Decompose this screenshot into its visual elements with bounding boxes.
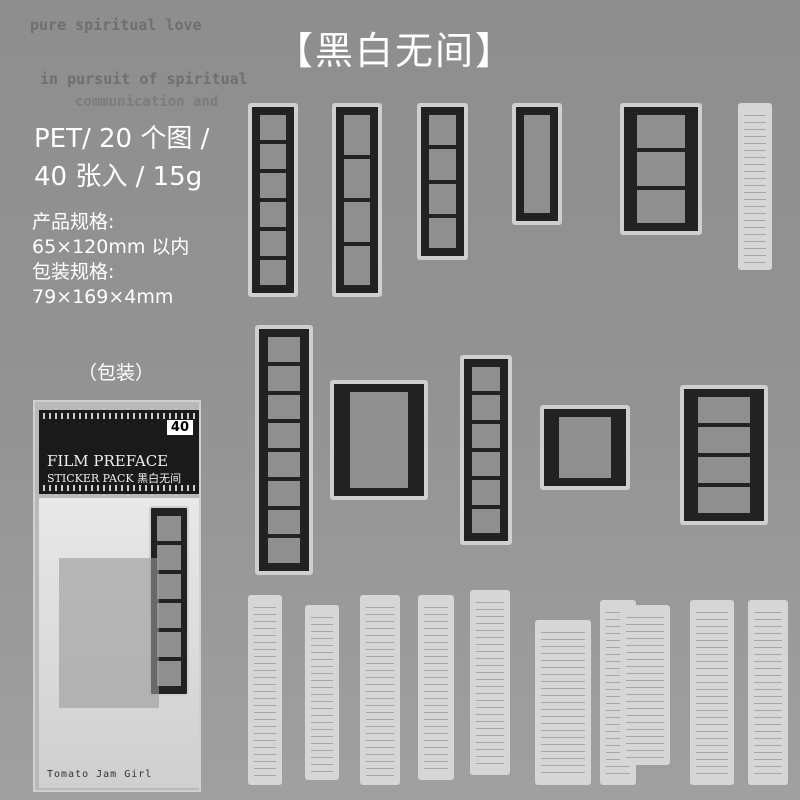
text-sticker [305, 605, 339, 780]
film-sticker [332, 103, 382, 297]
film-frame [471, 451, 501, 477]
film-frame [698, 487, 750, 513]
film-frame [428, 183, 457, 214]
film-frame [259, 115, 287, 140]
film-frame [268, 480, 300, 506]
film-frame [471, 395, 501, 420]
film-sticker [149, 506, 189, 696]
text-sticker [690, 600, 734, 785]
size-spec: 产品规格: 65×120mm 以内 包装规格: 79×169×4mm [32, 210, 189, 310]
film-frame [637, 189, 685, 223]
film-frame [268, 365, 300, 391]
film-sticker [512, 103, 562, 225]
text-sticker [620, 605, 670, 765]
film-frame [259, 260, 287, 285]
spec-line: 40 张入 / 15g [34, 162, 203, 192]
film-frame [268, 538, 300, 563]
film-frame [698, 397, 750, 423]
film-frame [428, 149, 457, 180]
film-frame [343, 158, 371, 198]
spec-value: 65×120mm 以内 [32, 236, 190, 258]
film-frame [343, 115, 371, 155]
text-sticker [738, 103, 772, 270]
package-header: 40 FILM PREFACE STICKER PACK 黑白无间 [39, 410, 199, 494]
film-frame [157, 545, 181, 570]
package-count: 40 [166, 420, 193, 435]
package-title: FILM PREFACE [47, 452, 169, 470]
package-label: （包装） [78, 362, 155, 384]
film-frame [259, 202, 287, 227]
film-frame [259, 144, 287, 169]
package-brand: Tomato Jam Girl [47, 769, 153, 780]
film-frame [637, 115, 685, 149]
background-text: in pursuit of spiritual [40, 70, 248, 88]
film-frame [268, 394, 300, 420]
spec-value: 79×169×4mm [32, 286, 174, 308]
material-spec: PET/ 20 个图 / 40 张入 / 15g [34, 120, 209, 196]
film-sticker [680, 385, 768, 525]
background-text: communication and [75, 94, 219, 110]
film-sticker [330, 380, 428, 500]
film-frame [350, 392, 408, 488]
text-sticker [535, 620, 591, 785]
film-frame [268, 452, 300, 477]
film-frame [268, 423, 300, 448]
film-sticker [248, 103, 298, 297]
film-frame [471, 423, 501, 448]
film-frame [157, 603, 181, 628]
film-frame [343, 245, 371, 285]
film-frame [637, 152, 685, 186]
film-sticker [255, 325, 313, 575]
film-sticker [417, 103, 468, 260]
film-sticker [540, 405, 630, 490]
spec-label: 包装规格: [32, 261, 115, 283]
spec-label: 产品规格: [32, 211, 115, 233]
film-frame [259, 173, 287, 198]
film-frame [428, 115, 457, 146]
package-subtitle: STICKER PACK 黑白无间 [47, 472, 182, 485]
film-frame [157, 574, 181, 599]
text-sticker [470, 590, 510, 775]
page-title: 【黑白无间】 [275, 29, 516, 73]
film-frame [428, 217, 457, 248]
film-frame [558, 417, 612, 478]
film-frame [157, 661, 181, 686]
film-frame [698, 427, 750, 453]
text-sticker [360, 595, 400, 785]
package-image: 40 FILM PREFACE STICKER PACK 黑白无间 Tomato… [33, 400, 201, 792]
film-frame [157, 632, 181, 657]
film-frame [268, 509, 300, 535]
film-sticker [460, 355, 512, 545]
film-frame [268, 337, 300, 362]
film-frame [259, 231, 287, 256]
film-frame [471, 367, 501, 392]
text-sticker [248, 595, 282, 785]
film-frame [698, 457, 750, 483]
background-text: pure spiritual love [30, 16, 202, 34]
text-sticker [748, 600, 788, 785]
film-frame [471, 480, 501, 505]
spec-line: PET/ 20 个图 / [34, 124, 210, 154]
text-sticker [418, 595, 454, 780]
package-contents [39, 498, 199, 788]
film-frame [523, 115, 551, 213]
film-sticker [620, 103, 702, 235]
film-frame [157, 516, 181, 541]
film-frame [343, 202, 371, 242]
film-frame [471, 508, 501, 533]
